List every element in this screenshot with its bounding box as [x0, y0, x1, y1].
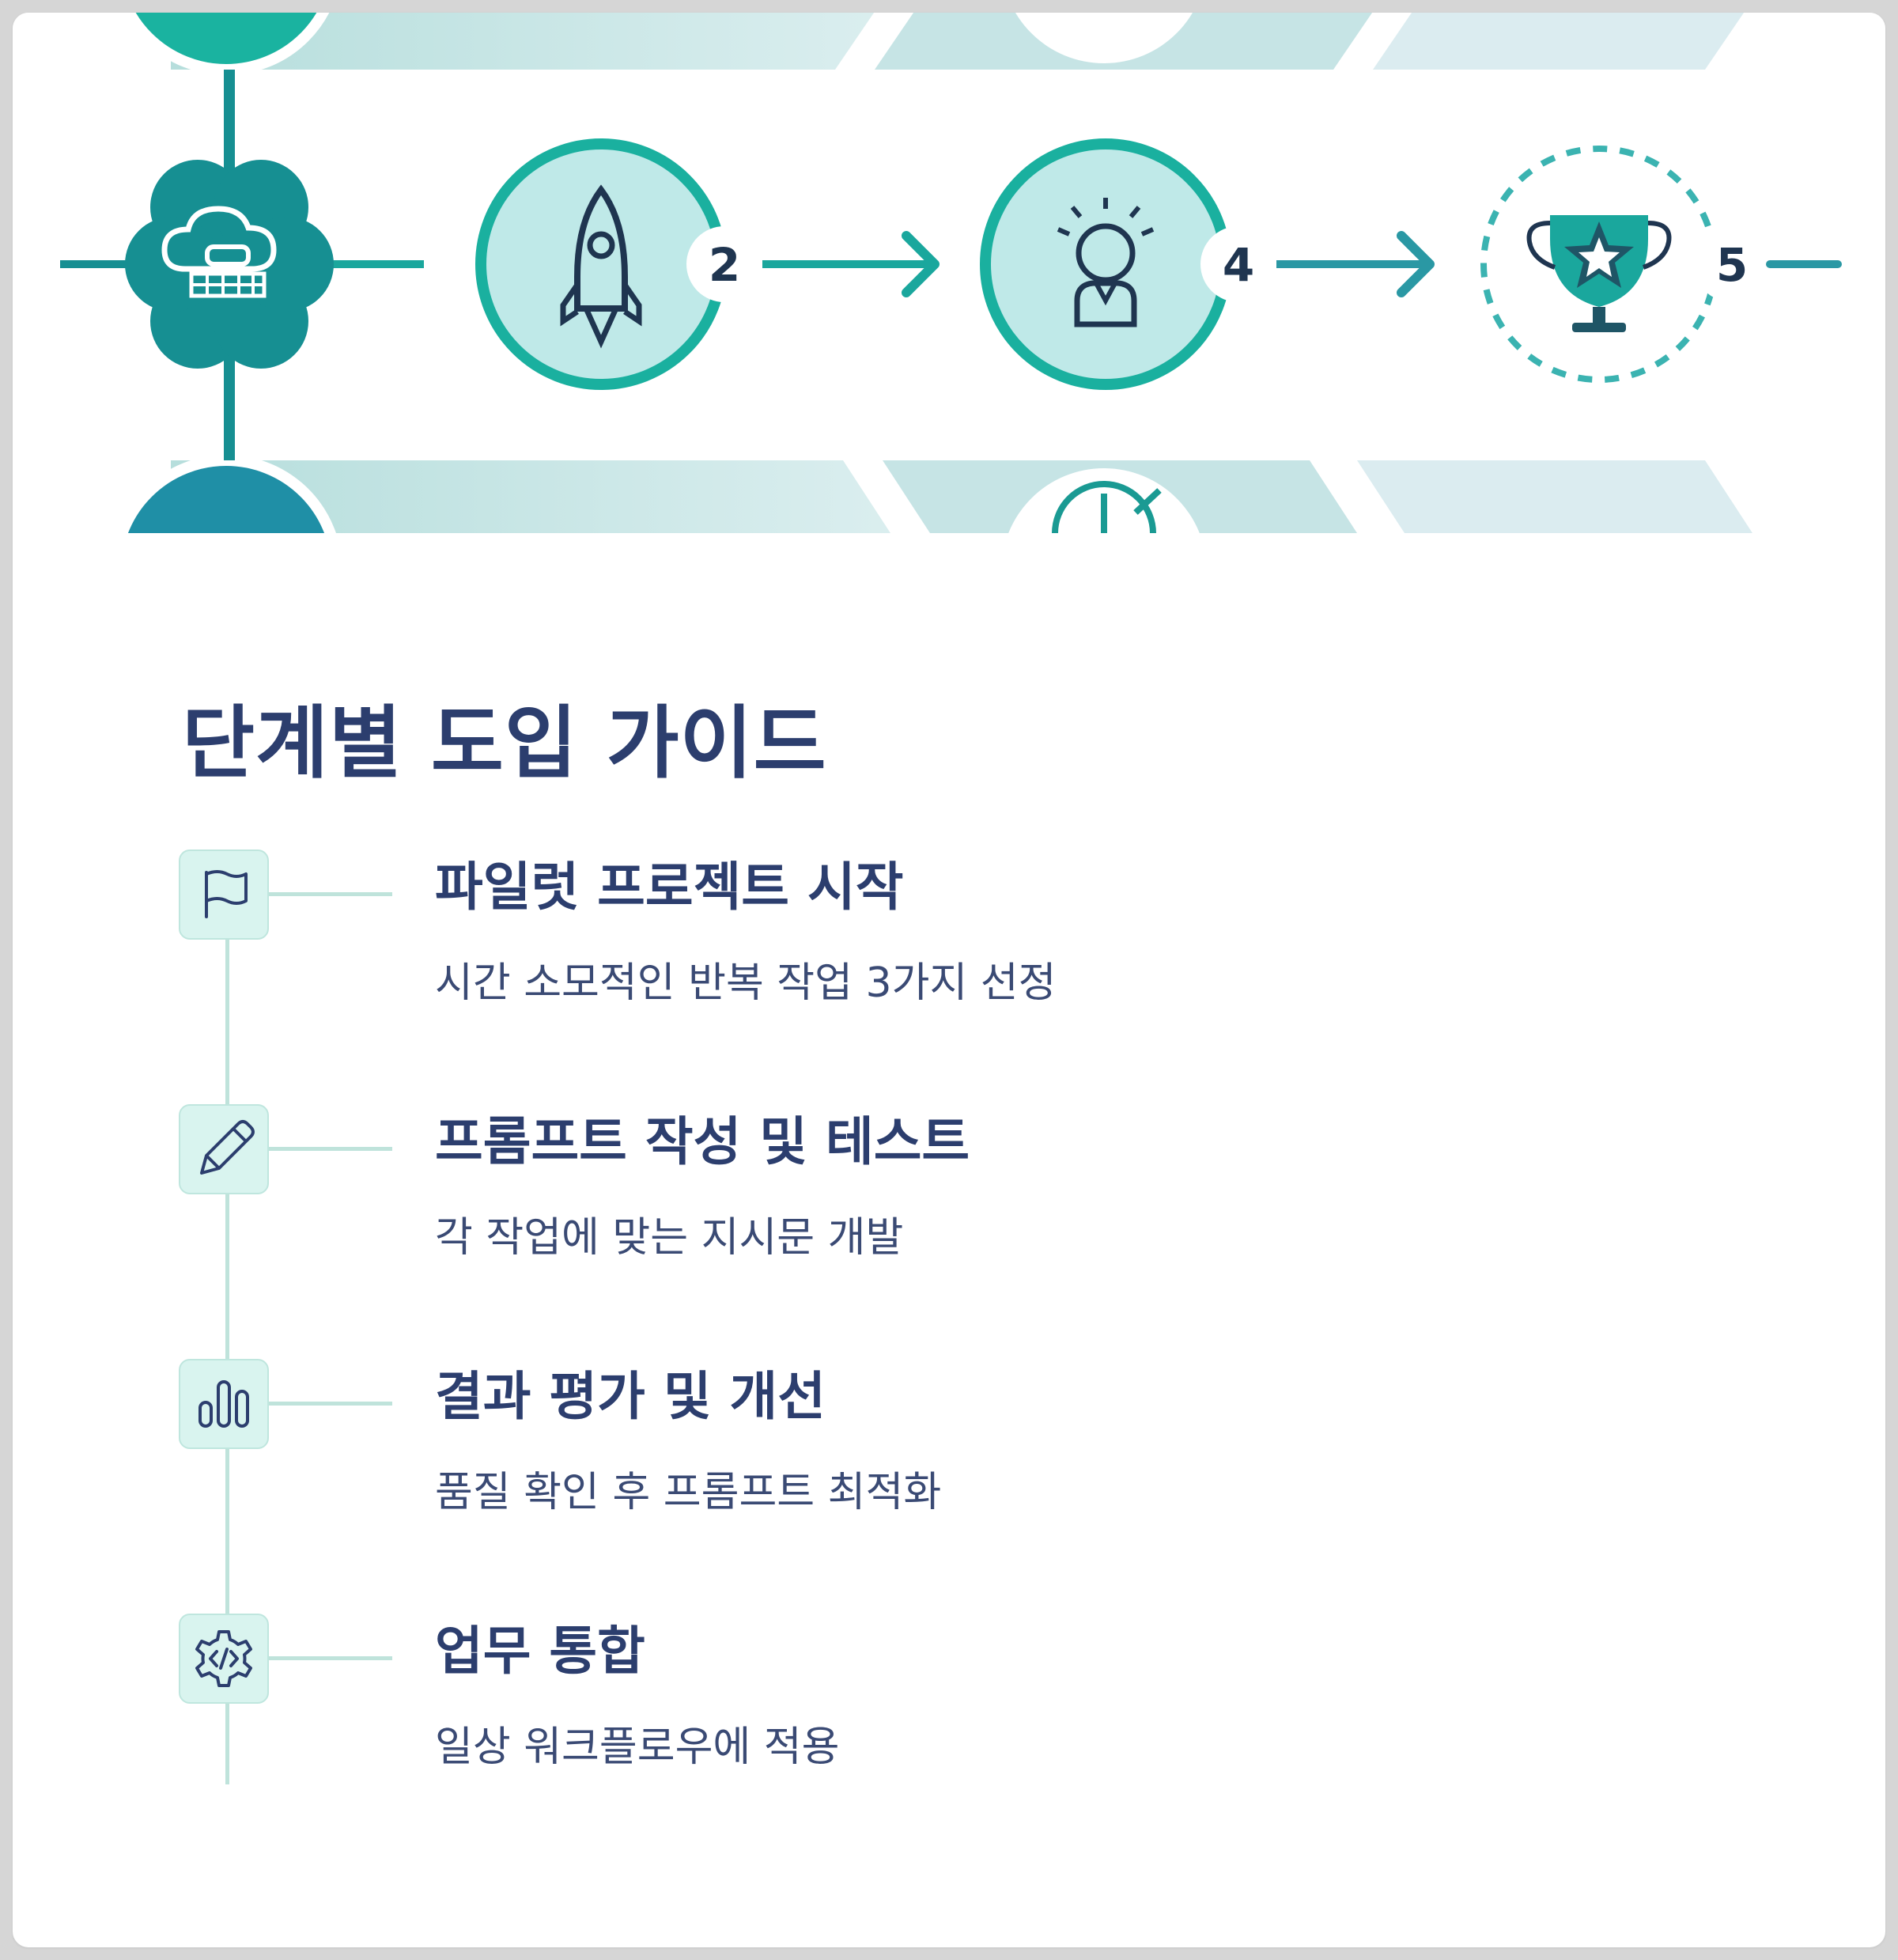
step-connector [269, 1402, 392, 1406]
step-item: 프롬프트 작성 및 테스트 각 작업에 맞는 지시문 개발 [13, 1104, 1885, 1310]
cloud-node [125, 160, 334, 369]
step-title: 프롬프트 작성 및 테스트 [435, 1111, 970, 1172]
step-item: 파일럿 프로젝트 시작 시간 소모적인 반복 작업 3가지 선정 [13, 849, 1885, 1055]
bar-chart-icon [179, 1359, 269, 1449]
guide-section: 단계별 도입 가이드 파일럿 프로젝트 시작 시간 소모적인 반복 작업 3가지… [13, 13, 1885, 1947]
step-description: 일상 워크플로우에 적용 [435, 1724, 840, 1771]
step-title: 결과 평가 및 개선 [435, 1366, 826, 1427]
step-description: 품질 확인 후 프롬프트 최적화 [435, 1469, 942, 1516]
step-connector [269, 1147, 392, 1151]
step-item: 업무 통합 일상 워크플로우에 적용 [13, 1614, 1885, 1819]
badge-4: 4 [1223, 238, 1254, 292]
step-item: 결과 평가 및 개선 품질 확인 후 프롬프트 최적화 [13, 1359, 1885, 1565]
partial-circle-top-middle [1015, 13, 1193, 63]
step-title: 업무 통합 [435, 1621, 645, 1682]
hero-illustration: 2 4 [13, 13, 1885, 533]
step-description: 각 작업에 맞는 지시문 개발 [435, 1214, 904, 1262]
top-band [171, 13, 1745, 70]
guide-card: 2 4 [13, 13, 1885, 1947]
trophy-icon [1480, 146, 1718, 383]
badge-5: 5 [1716, 238, 1748, 292]
step-connector [269, 892, 392, 896]
code-gear-icon [179, 1614, 269, 1704]
pencil-icon [179, 1104, 269, 1194]
rocket-icon [475, 138, 727, 390]
step-connector [269, 1656, 392, 1660]
step-title: 파일럿 프로젝트 시작 [435, 857, 904, 918]
step-description: 시간 소모적인 반복 작업 3가지 선정 [435, 959, 1057, 1007]
badge-2: 2 [709, 238, 740, 292]
page-title: 단계별 도입 가이드 [182, 697, 827, 789]
flag-icon [179, 849, 269, 940]
